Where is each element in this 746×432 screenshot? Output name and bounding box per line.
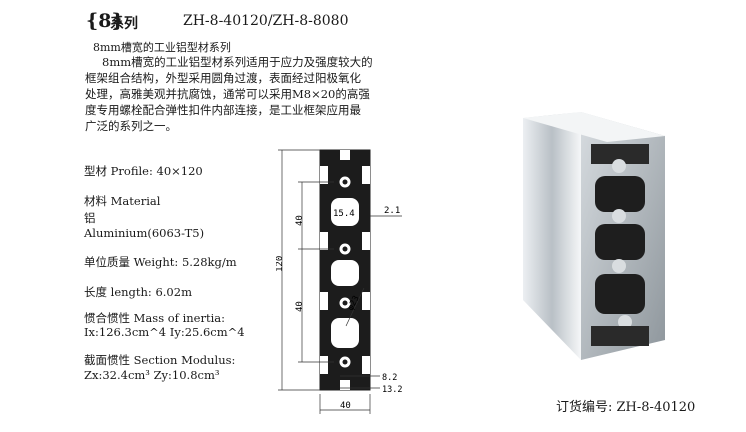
spec-material-label: 材料 Material	[84, 194, 161, 208]
series-label: 系列	[110, 16, 138, 32]
spec-modulus-values: Zx:32.4cm³ Zy:10.8cm³	[84, 368, 220, 382]
profile-product-photo	[523, 112, 665, 360]
spec-inertia-values: Ix:126.3cm^4 Iy:25.6cm^4	[84, 325, 245, 339]
series-number: {8}	[86, 10, 124, 32]
description-line-3: 处理，高雅美观并抗腐蚀，通常可以采用M8×20的高强	[85, 87, 370, 101]
order-code: 订货编号: ZH-8-40120	[556, 400, 696, 415]
spec-material-cn: 铝	[84, 211, 96, 225]
model-codes: ZH-8-40120/ZH-8-8080	[183, 13, 349, 29]
subtitle: 8mm槽宽的工业铝型材系列	[93, 41, 231, 54]
description-line-2: 框架组合结构，外型采用圆角过渡，表面经过阳极氧化	[85, 71, 361, 85]
spec-inertia-label: 惯合惯性 Mass of inertia:	[84, 311, 225, 325]
spec-weight: 单位质量 Weight: 5.28kg/m	[84, 255, 237, 269]
spec-modulus-label: 截面惯性 Section Modulus:	[84, 353, 236, 367]
dim-pitch-upper: 40	[295, 215, 305, 226]
dim-slot-depth: 13.2	[382, 385, 402, 395]
spec-profile: 型材 Profile: 40×120	[84, 164, 203, 178]
description-line-1: 8mm槽宽的工业铝型材系列适用于应力及强度较大的	[102, 55, 373, 69]
profile-cross-section-drawing: 15.4 2.1 120 40 40 φ23 8.2 13.2 40	[276, 149, 402, 414]
dim-top-slot: 15.4	[333, 209, 355, 219]
spec-length: 长度 length: 6.02m	[84, 285, 192, 299]
description-line-5: 广泛的系列之一。	[85, 119, 177, 133]
dim-slot-width: 8.2	[382, 373, 397, 383]
dim-side: 2.1	[384, 206, 400, 216]
dim-pitch-lower: 40	[295, 301, 305, 312]
dim-overall-height: 120	[276, 256, 285, 272]
description-line-4: 度专用螺栓配合弹性扣件内部连接，是工业框架应用最	[85, 103, 361, 117]
spec-material-alloy: Aluminium(6063-T5)	[84, 226, 205, 240]
dim-width: 40	[340, 401, 351, 411]
